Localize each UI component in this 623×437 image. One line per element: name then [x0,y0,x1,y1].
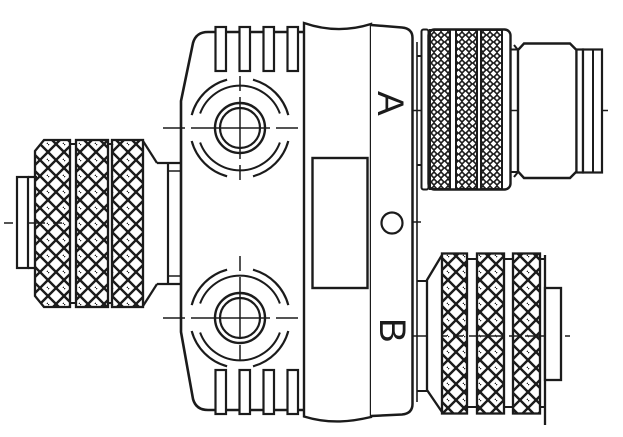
port-label-strip: A B [370,23,421,418]
left-knurl-groove-lines [70,143,112,304]
top-right-connector [413,28,608,191]
port-bottom-chamfer-arcs [199,274,281,362]
center-marker-circle [380,211,404,235]
tab-bottom-4 [286,368,300,416]
top-right-knurl-band-3 [480,29,503,190]
tab-top-3 [262,25,276,73]
body-serration-tabs [214,25,300,416]
bottom-right-knurl-band-2 [475,252,506,415]
strip-outline [370,23,414,418]
port-top [163,76,298,180]
left-connector [4,138,181,309]
port-top-chamfer-arcs [199,84,281,172]
top-right-knurl-band-1 [429,29,451,190]
port-bottom-socket-outer [213,291,267,345]
top-right-barrel [516,42,578,180]
tab-top-2 [238,25,252,73]
body-outline [179,30,307,412]
bottom-right-connector [413,252,570,425]
tab-top-4 [286,25,300,73]
port-bottom [163,256,298,370]
bottom-right-left-disc [425,254,443,413]
port-top-socket-inner [218,106,262,150]
port-a-label: A [370,91,411,116]
left-knurl-band-2 [74,138,110,309]
port-bottom-socket-inner [218,296,262,340]
port-bottom-outer-arcs [190,268,290,368]
port-top-socket-outer [213,101,267,155]
bottom-right-end-cap [543,286,563,382]
top-right-knurl-band-2 [455,29,478,190]
label-plate [311,156,369,290]
bottom-right-knurl-band-1 [440,252,469,415]
left-knurl-band-3 [110,138,145,309]
tab-bottom-2 [238,368,252,416]
port-top-outer-arcs [190,78,290,178]
port-b-label: B [372,318,413,343]
tab-bottom-1 [214,368,228,416]
left-connector-end-cap [15,175,30,270]
bottom-right-knurl-band-3 [511,252,542,415]
left-knurl-band-1 [33,138,72,309]
tab-bottom-3 [262,368,276,416]
left-neck-taper [142,140,181,307]
tab-top-1 [214,25,228,73]
